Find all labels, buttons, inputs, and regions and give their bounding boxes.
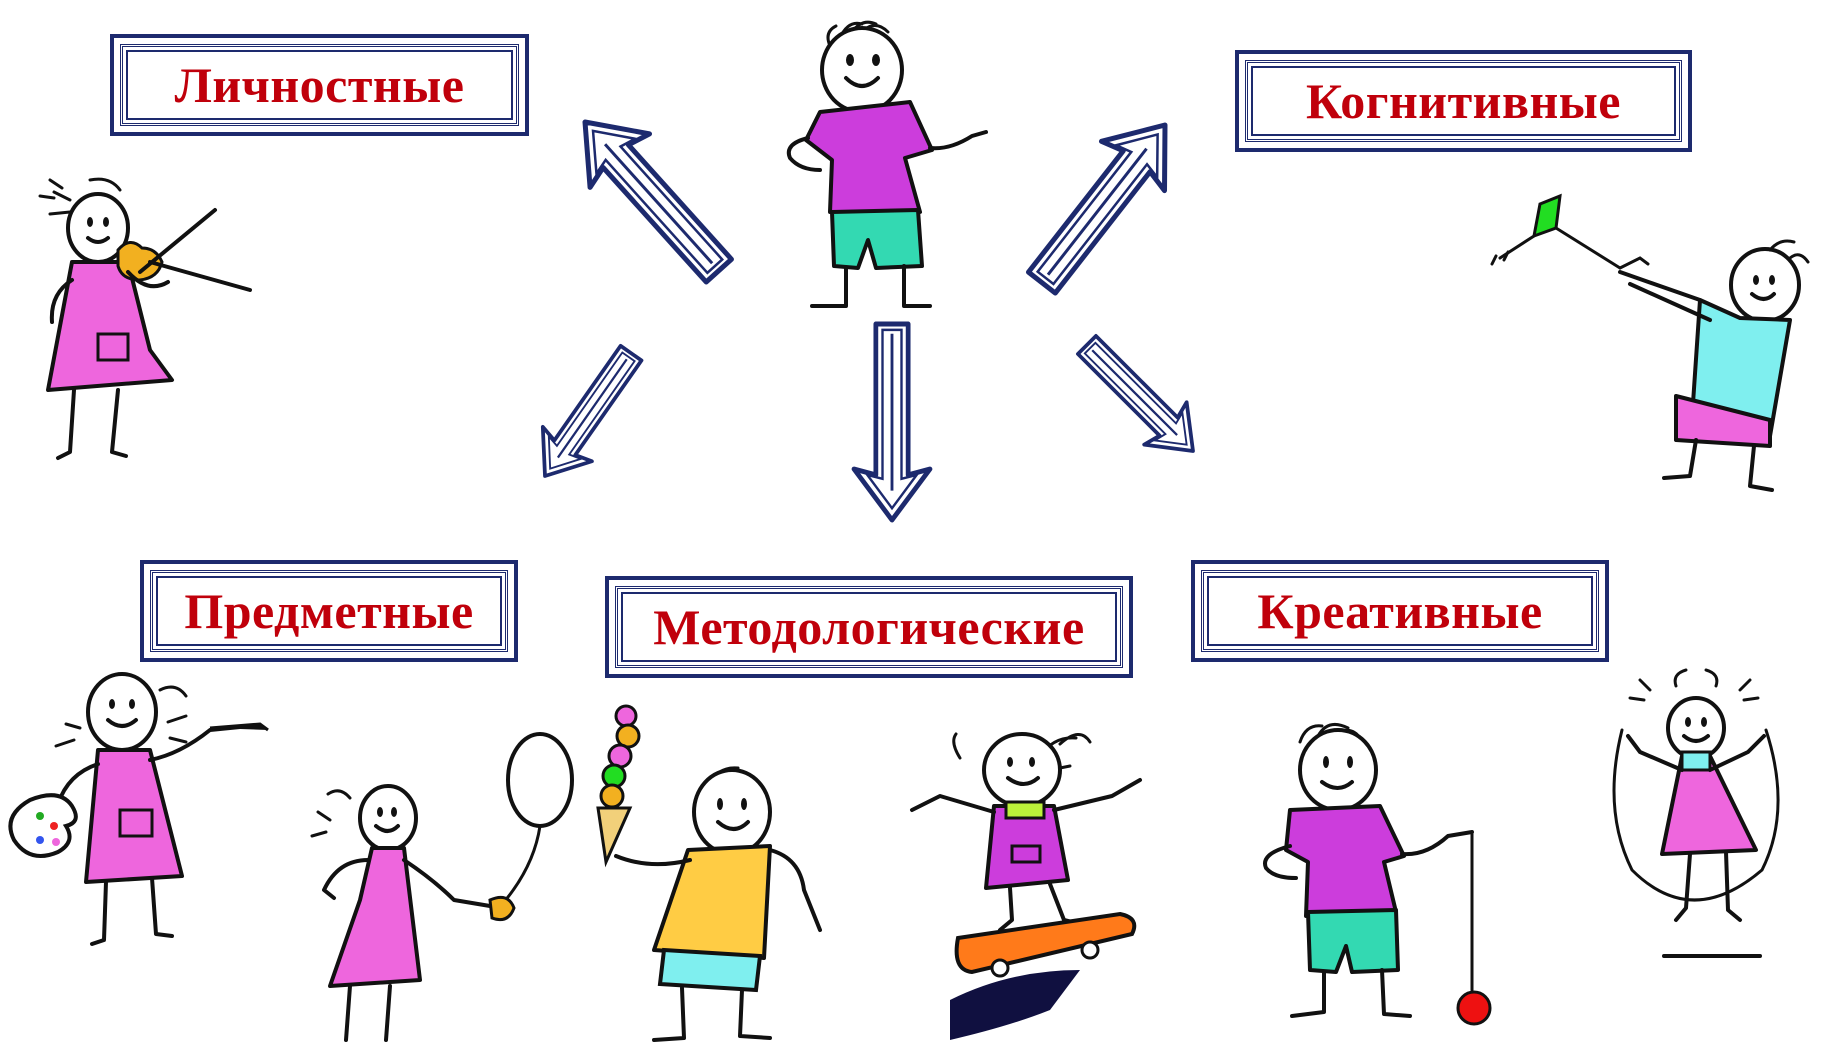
label-box-cognitive: Когнитивные bbox=[1235, 50, 1692, 152]
label-cognitive: Когнитивные bbox=[1306, 73, 1621, 129]
painter-girl-icon bbox=[8, 672, 269, 946]
arrow-to-creative bbox=[1063, 321, 1217, 475]
label-box-personal: Личностные bbox=[110, 34, 529, 136]
label-personal: Личностные bbox=[174, 57, 465, 113]
label-box-subject: Предметные bbox=[140, 560, 518, 662]
label-frame-inner bbox=[1245, 60, 1682, 142]
arrow-to-subject bbox=[518, 334, 658, 496]
label-frame-inner bbox=[615, 586, 1123, 668]
skateboard-girl-icon bbox=[910, 732, 1142, 1040]
label-frame-inner bbox=[1201, 570, 1599, 652]
label-creative: Креативные bbox=[1257, 583, 1543, 639]
kite-boy-icon bbox=[1490, 193, 1810, 492]
label-frame-inner bbox=[120, 44, 519, 126]
jump-rope-girl-icon bbox=[1612, 668, 1780, 958]
label-subject: Предметные bbox=[184, 583, 474, 639]
balloon-girl-icon bbox=[310, 732, 574, 1042]
yoyo-boy-icon bbox=[1263, 722, 1492, 1026]
label-methodological: Методологические bbox=[653, 599, 1085, 655]
central-boy-icon bbox=[786, 20, 988, 308]
label-box-methodological: Методологические bbox=[605, 576, 1133, 678]
arrow-to-cognitive bbox=[1010, 100, 1196, 307]
violin-girl-icon bbox=[38, 177, 252, 460]
label-frame-inner bbox=[150, 570, 508, 652]
arrow-to-methodological bbox=[854, 324, 930, 520]
ice-cream-boy-icon bbox=[596, 704, 822, 1042]
arrow-to-personal bbox=[555, 95, 748, 297]
label-box-creative: Креативные bbox=[1191, 560, 1609, 662]
